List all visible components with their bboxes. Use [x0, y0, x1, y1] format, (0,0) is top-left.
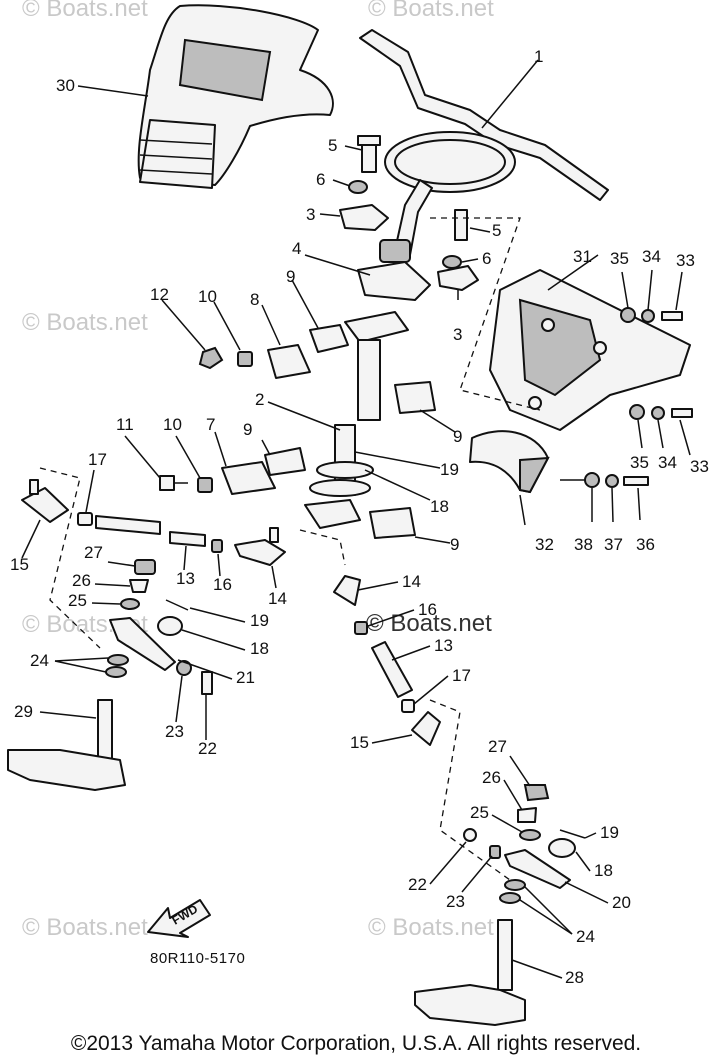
- part-steering-column: [304, 311, 409, 529]
- callout-label: 24: [576, 927, 595, 946]
- part-handlebar: [359, 29, 609, 256]
- callout-label: 18: [594, 861, 613, 880]
- callout-label: 32: [535, 535, 554, 554]
- callout-label: 8: [250, 290, 259, 309]
- callout-label: 3: [306, 205, 315, 224]
- callout-label: 9: [243, 420, 252, 439]
- callout-label: 38: [574, 535, 593, 554]
- callout-label: 19: [440, 460, 459, 479]
- callout-label: 37: [604, 535, 623, 554]
- drawing-code: 80R110-5170: [150, 950, 245, 967]
- callout-label: 35: [610, 249, 629, 268]
- callout-label: 19: [250, 611, 269, 630]
- part-left-clamps: [159, 344, 311, 495]
- callout-label: 33: [690, 457, 709, 476]
- callout-label: 18: [430, 497, 449, 516]
- callout-label: 22: [198, 739, 217, 758]
- callout-label: 17: [452, 666, 471, 685]
- callout-label: 27: [84, 543, 103, 562]
- callout-labels: 1 30 5 6 3 5 6 3 4 9 12 10 8 2 9 9 11 10…: [10, 47, 709, 987]
- part-panel-fasteners: [620, 307, 693, 420]
- callout-label: 26: [72, 571, 91, 590]
- callout-label: 14: [268, 589, 287, 608]
- callout-label: 1: [534, 47, 543, 66]
- callout-label: 3: [453, 325, 462, 344]
- callout-label: 16: [213, 575, 232, 594]
- callout-label: 27: [488, 737, 507, 756]
- callout-label: 25: [470, 803, 489, 822]
- callout-label: 15: [10, 555, 29, 574]
- part-handlebar-cover: [137, 4, 334, 189]
- watermark: © Boats.net: [22, 914, 148, 941]
- callout-label: 29: [14, 702, 33, 721]
- callout-label: 17: [88, 450, 107, 469]
- fwd-arrow-icon: FWD: [147, 899, 211, 938]
- callout-label: 5: [328, 136, 337, 155]
- callout-label: 13: [434, 636, 453, 655]
- callout-label: 23: [446, 892, 465, 911]
- callout-label: 24: [30, 651, 49, 670]
- assembly-lines: [39, 217, 541, 881]
- callout-label: 35: [630, 453, 649, 472]
- callout-label: 36: [636, 535, 655, 554]
- callout-label: 6: [316, 170, 325, 189]
- callout-label: 22: [408, 875, 427, 894]
- callout-label: 9: [450, 535, 459, 554]
- callout-label: 5: [492, 221, 501, 240]
- callout-label: 21: [236, 668, 255, 687]
- callout-label: 34: [642, 247, 661, 266]
- watermark-center: © Boats.net: [366, 610, 492, 637]
- part-right-lower: [414, 784, 586, 1026]
- callout-label: 6: [482, 249, 491, 268]
- callout-label: 30: [56, 76, 75, 95]
- callout-label: 25: [68, 591, 87, 610]
- part-right-tie-rod: [333, 575, 441, 746]
- callout-label: 10: [198, 287, 217, 306]
- leader-lines: [77, 85, 691, 544]
- callout-label: 28: [565, 968, 584, 987]
- watermark: © Boats.net: [368, 914, 494, 941]
- copyright-notice: ©2013 Yamaha Motor Corporation, U.S.A. A…: [70, 1032, 642, 1055]
- callout-label: 12: [150, 285, 169, 304]
- callout-label: 31: [573, 247, 592, 266]
- part-bolts-upper: [339, 135, 479, 291]
- callout-label: 15: [350, 733, 369, 752]
- part-bushings: [264, 324, 436, 539]
- callout-label: 13: [176, 569, 195, 588]
- callout-label: 33: [676, 251, 695, 270]
- callout-label: 4: [292, 239, 301, 258]
- callout-label: 23: [165, 722, 184, 741]
- part-column-clamp: [357, 239, 431, 301]
- part-left-lower: [7, 559, 213, 791]
- part-left-tie-rod: [21, 479, 286, 566]
- part-panel-trim: [469, 430, 550, 494]
- callout-label: 14: [402, 572, 421, 591]
- part-instrument-panel: [489, 269, 691, 431]
- callout-label: 16: [418, 600, 437, 619]
- callout-label: 18: [250, 639, 269, 658]
- watermark: © Boats.net: [368, 0, 494, 22]
- watermark: © Boats.net: [22, 309, 148, 336]
- callout-label: 19: [600, 823, 619, 842]
- callout-label: 20: [612, 893, 631, 912]
- callout-label: 9: [453, 427, 462, 446]
- callout-label: 9: [286, 267, 295, 286]
- watermark: © Boats.net: [22, 0, 148, 22]
- callout-label: 34: [658, 453, 677, 472]
- callout-label: 10: [163, 415, 182, 434]
- leader-lines-lower: [21, 469, 609, 979]
- part-trim-fasteners: [584, 472, 649, 488]
- callout-label: 2: [255, 390, 264, 409]
- callout-label: 26: [482, 768, 501, 787]
- callout-label: 7: [206, 415, 215, 434]
- watermarks: © Boats.net © Boats.net © Boats.net © Bo…: [22, 0, 494, 941]
- callout-label: 11: [116, 415, 134, 434]
